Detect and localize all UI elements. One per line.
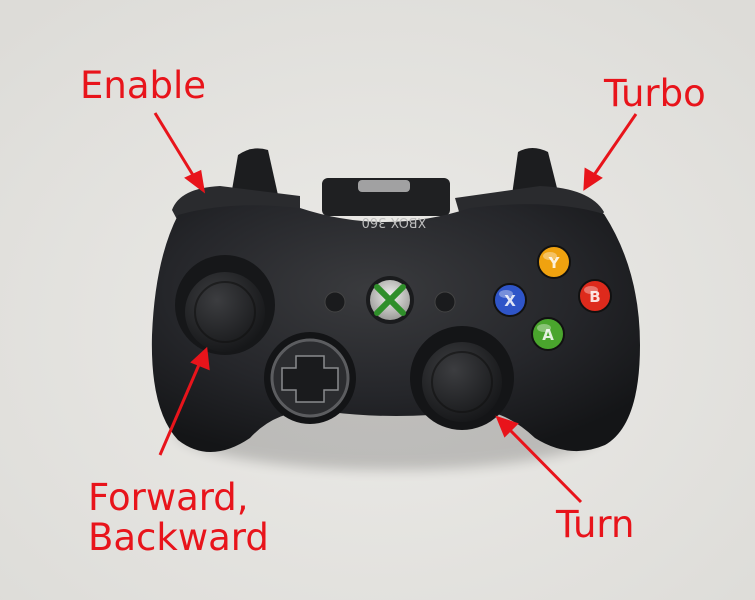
back-button[interactable] [324, 291, 346, 313]
label-backward: Backward [88, 515, 269, 559]
face-button-a[interactable] [531, 317, 565, 351]
right-thumbstick[interactable] [422, 342, 502, 422]
brand-text: XBOX 360 [362, 214, 427, 229]
label-turbo: Turbo [604, 72, 706, 115]
face-buttons: Y X B A [493, 245, 612, 351]
turbo-arrow-line [590, 113, 638, 179]
left-trigger[interactable] [232, 148, 278, 195]
xbox-logo-icon [374, 284, 406, 316]
annotation-arrows [153, 112, 638, 504]
start-button[interactable] [434, 291, 456, 313]
turn-arrowhead [495, 415, 519, 438]
right-trigger[interactable] [512, 148, 558, 195]
face-button-letter-a: A [542, 326, 554, 344]
forward-arrowhead [190, 346, 210, 371]
dpad-cross [281, 355, 339, 403]
face-button-y[interactable] [537, 245, 571, 279]
right-thumbstick-ridge [431, 351, 493, 413]
label-forward: Forward, [88, 476, 249, 519]
enable-arrow-line [153, 112, 198, 181]
face-button-letter-x: X [504, 292, 516, 310]
face-button-b[interactable] [578, 279, 612, 313]
label-enable: Enable [80, 64, 207, 107]
enable-arrowhead [184, 169, 206, 194]
face-button-highlight [543, 252, 557, 260]
label-forward-backward: Forward, Backward [88, 478, 269, 558]
label-turn: Turn [556, 503, 635, 546]
sync-reflection [358, 180, 410, 192]
turn-arrow-line [504, 424, 583, 504]
left-thumbstick-ridge [194, 281, 256, 343]
face-button-highlight [537, 324, 551, 332]
left-thumbstick[interactable] [185, 272, 265, 352]
turbo-arrowhead [583, 167, 603, 191]
battery-pack [322, 178, 450, 216]
face-button-x[interactable] [493, 283, 527, 317]
face-button-highlight [584, 286, 598, 294]
face-button-letter-y: Y [548, 254, 561, 272]
face-button-highlight [499, 290, 513, 298]
forward-arrow-line [158, 359, 203, 456]
face-button-letter-b: B [589, 288, 600, 306]
